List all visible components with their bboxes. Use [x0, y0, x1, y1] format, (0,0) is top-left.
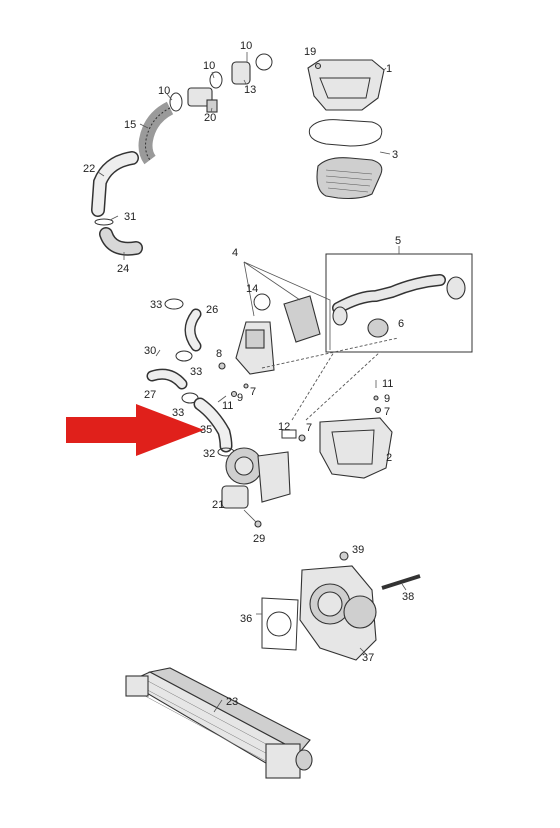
- spacer-9b: [373, 395, 379, 401]
- intercooler-tank-left: [125, 675, 149, 697]
- turbocharger-assembly: [217, 447, 291, 528]
- intercooler-assembly: [125, 667, 313, 779]
- label-8: 8: [216, 348, 222, 360]
- red-arrow: [66, 404, 204, 456]
- label-26: 26: [206, 304, 218, 316]
- turbo-wastegate-21: [221, 485, 249, 509]
- airbox-lower-2: [319, 417, 393, 479]
- gasket-3: [308, 119, 383, 147]
- label-36: 36: [240, 613, 252, 625]
- label-11a: 11: [222, 400, 233, 412]
- bolt-11: [217, 395, 227, 403]
- intake-duct-5: [333, 275, 445, 313]
- washer-7: [243, 383, 249, 389]
- label-11b: 11: [382, 378, 393, 390]
- label-9b: 9: [384, 393, 390, 405]
- label-10b: 10: [203, 60, 215, 72]
- label-2: 2: [386, 452, 392, 464]
- label-9a: 9: [237, 392, 243, 404]
- nut-7b: [298, 434, 306, 442]
- clamp-ring-10a: [255, 53, 273, 71]
- bracket-12: [281, 429, 297, 439]
- label-15: 15: [124, 119, 136, 131]
- nut-7c: [374, 406, 382, 414]
- label-33a: 33: [150, 299, 162, 311]
- label-23: 23: [226, 696, 238, 708]
- bolt-9: [230, 390, 238, 398]
- label-7b: 7: [306, 422, 312, 434]
- duct-end: [332, 306, 348, 326]
- clamp-ring-10b: [209, 71, 223, 89]
- elbow-hose-24: [100, 228, 142, 255]
- label-35: 35: [200, 424, 212, 436]
- intercooler-tank-right: [265, 743, 301, 779]
- label-1: 1: [386, 63, 392, 75]
- label-6: 6: [398, 318, 404, 330]
- screw-19: [314, 62, 322, 70]
- cap-39: [339, 551, 349, 561]
- sensor-plug-20: [206, 99, 218, 113]
- throttle-actuator: [343, 595, 377, 629]
- turbo-hose-35: [195, 399, 231, 451]
- label-4: 4: [232, 247, 238, 259]
- screw-30: [155, 349, 161, 357]
- label-37: 37: [362, 652, 374, 664]
- air-filter-assembly: [307, 59, 391, 200]
- intake-hose-assembly: [91, 52, 273, 260]
- ring-31: [94, 218, 114, 226]
- corrugated-hose-15: [138, 101, 174, 165]
- hose-connector-13: [231, 61, 251, 85]
- gasket-36: [261, 597, 299, 651]
- pipe-27: [148, 370, 186, 388]
- label-21: 21: [212, 499, 224, 511]
- label-39: 39: [352, 544, 364, 556]
- label-33c: 33: [172, 407, 184, 419]
- bolt-38: [381, 574, 421, 590]
- label-7c: 7: [384, 406, 390, 418]
- label-31: 31: [124, 211, 136, 223]
- label-20: 20: [204, 112, 216, 124]
- label-19: 19: [304, 46, 316, 58]
- label-13: 13: [244, 84, 256, 96]
- label-10c: 10: [158, 85, 170, 97]
- nut-8: [218, 362, 226, 370]
- hose-26: [186, 310, 200, 350]
- throttle-bracket-4: [283, 295, 321, 343]
- label-10a: 10: [240, 40, 252, 52]
- label-3: 3: [392, 149, 398, 161]
- label-38: 38: [402, 591, 414, 603]
- label-29: 29: [253, 533, 265, 545]
- mass-airflow-sensor: [187, 87, 213, 107]
- label-24: 24: [117, 263, 129, 275]
- middle-assembly: [146, 246, 473, 479]
- label-33b: 33: [190, 366, 202, 378]
- seal-14: [253, 293, 271, 311]
- air-pipe-22: [92, 152, 138, 216]
- nut-29: [254, 520, 262, 528]
- label-5: 5: [395, 235, 401, 247]
- label-30: 30: [144, 345, 156, 357]
- clamp-ring-10c: [169, 92, 183, 112]
- turbo-exhaust: [257, 451, 291, 503]
- clamp-33-mid: [175, 350, 193, 362]
- label-14: 14: [246, 283, 258, 295]
- label-32: 32: [203, 448, 215, 460]
- clamp-33-top: [164, 298, 184, 310]
- label-12: 12: [278, 421, 290, 433]
- label-27: 27: [144, 389, 156, 401]
- label-22: 22: [83, 163, 95, 175]
- duct-cap: [446, 276, 466, 300]
- label-7a: 7: [250, 386, 256, 398]
- part-number-labels: 10 10 10 13 20 15 22 31 24 19 1 3 5 4 14…: [83, 40, 414, 708]
- throttle-body-assembly: [256, 551, 421, 661]
- seal-6: [367, 318, 389, 338]
